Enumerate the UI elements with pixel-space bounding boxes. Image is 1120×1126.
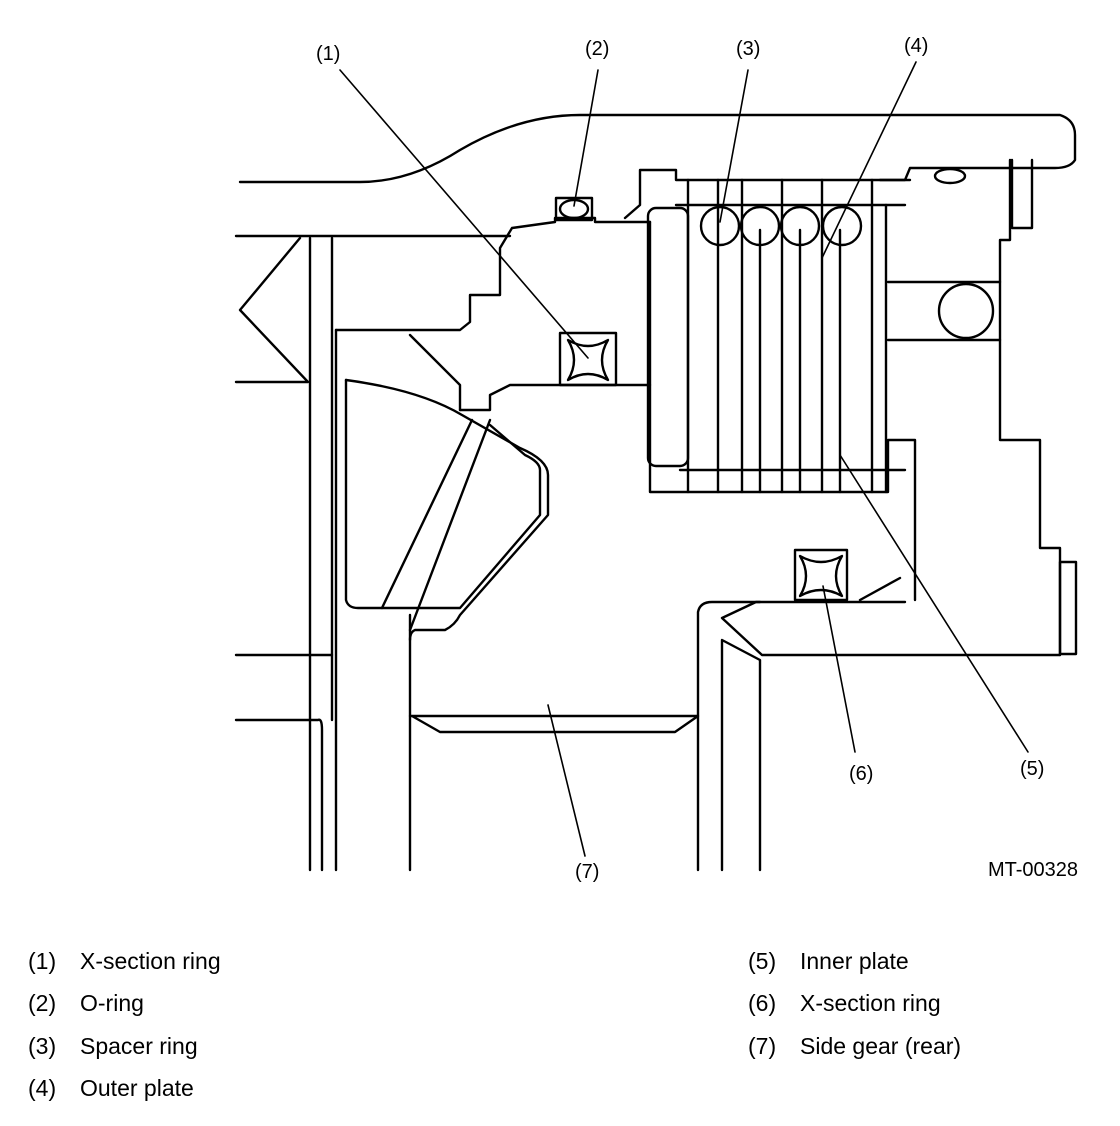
drum-bottom [648, 220, 917, 602]
lower-tube-inner [720, 638, 762, 872]
bearing-ball [937, 282, 995, 340]
side-gear-inner [344, 378, 542, 610]
piston-block [646, 206, 690, 468]
ramp-line [858, 576, 902, 602]
legend-num: (2) [28, 990, 57, 1016]
small-seal [933, 167, 967, 185]
callout-2: (2) [585, 38, 609, 60]
legend-num: (7) [748, 1033, 777, 1059]
figure-code: MT-00328 [988, 859, 1078, 881]
callout-4: (4) [904, 35, 928, 57]
legend-item-5: (5) Inner plate [748, 946, 909, 976]
shaft-step-2 [234, 718, 324, 872]
legend-item-6: (6) X-section ring [748, 988, 941, 1018]
spacer-ball-2 [739, 205, 781, 247]
legend-label: Side gear (rear) [800, 1033, 962, 1059]
gear-hub [458, 383, 652, 412]
leader-2 [573, 69, 599, 207]
legend-num: (5) [748, 948, 777, 974]
spline [408, 714, 700, 734]
pinion-wedge [234, 236, 310, 384]
o-ring-2 [558, 198, 590, 220]
clutch-drum-top [623, 168, 912, 220]
gear-tooth-1 [380, 418, 474, 610]
leader-1 [339, 69, 589, 359]
o-ring-groove [554, 196, 594, 222]
leader-3 [719, 69, 749, 223]
x-ring-1-groove [558, 331, 618, 387]
x-ring-6-groove [793, 548, 849, 602]
leader-5 [839, 454, 1029, 753]
leader-6 [822, 585, 856, 753]
callout-3: (3) [736, 38, 760, 60]
legend-item-3: (3) Spacer ring [28, 1031, 198, 1061]
legend-label: Outer plate [80, 1075, 194, 1101]
legend-item-1: (1) X-section ring [28, 946, 221, 976]
carrier-lower [408, 333, 462, 412]
callout-1: (1) [316, 43, 340, 65]
right-lip [1058, 560, 1078, 656]
legend-label: X-section ring [800, 990, 941, 1016]
callout-7: (7) [575, 861, 599, 883]
legend-num: (1) [28, 948, 57, 974]
spacer-ball-3 [779, 205, 821, 247]
spacer-ball-4 [821, 205, 863, 247]
legend-item-2: (2) O-ring [28, 988, 144, 1018]
x-ring-6 [798, 554, 844, 598]
lower-housing [720, 600, 1062, 657]
legend-item-7: (7) Side gear (rear) [748, 1031, 961, 1061]
x-ring-1 [566, 338, 610, 382]
cross-section-drawing: (1) (2) (3) (4) (5) (6) (7) MT-00328 [234, 35, 1078, 883]
callout-5: (5) [1020, 758, 1044, 780]
lower-tube-outer [696, 600, 762, 872]
gear-tooth-2 [408, 418, 492, 632]
legend-num: (3) [28, 1033, 57, 1059]
legend-num: (6) [748, 990, 777, 1016]
legend-item-4: (4) Outer plate [28, 1073, 194, 1103]
carrier-profile [334, 216, 652, 332]
right-wall [998, 158, 1062, 657]
right-flange [1010, 158, 1034, 230]
legend-label: Inner plate [800, 948, 909, 974]
legend-label: O-ring [80, 990, 144, 1016]
callout-6: (6) [849, 763, 873, 785]
legend-label: Spacer ring [80, 1033, 198, 1059]
legend-num: (4) [28, 1075, 57, 1101]
leader-4 [821, 61, 917, 259]
legend-label: X-section ring [80, 948, 221, 974]
housing-outline [238, 113, 1077, 184]
side-gear-face [344, 378, 550, 642]
spacer-ball-1 [699, 205, 741, 247]
leader-7 [547, 704, 586, 857]
parts-legend: (1) X-section ring (2) O-ring (3) Spacer ri… [0, 942, 1120, 1122]
